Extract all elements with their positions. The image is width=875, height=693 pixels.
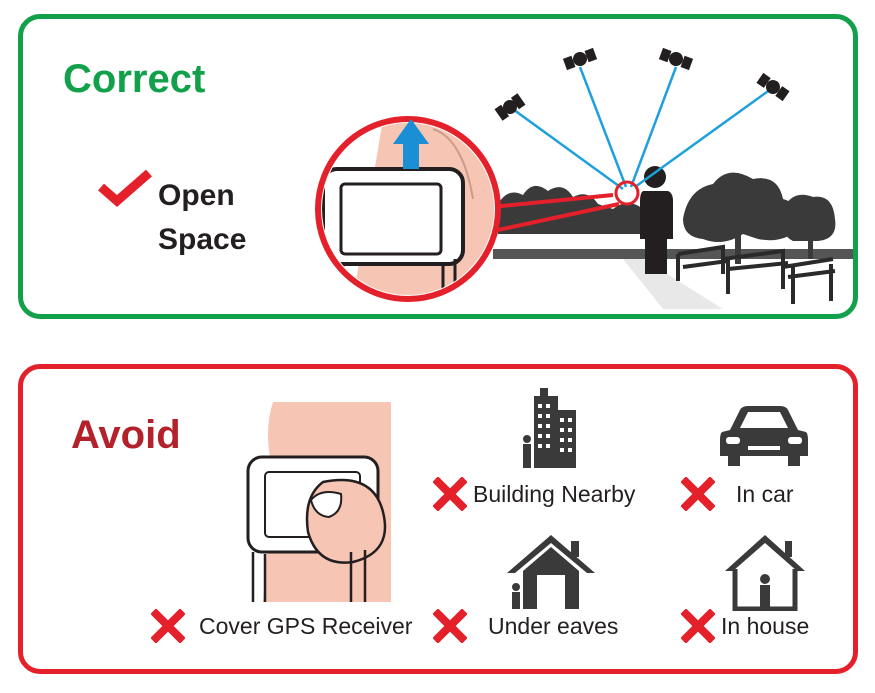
open-space-scene	[315, 47, 853, 309]
checkmark-icon	[98, 169, 152, 207]
x-mark-icon	[433, 477, 467, 511]
zoom-target-circle	[614, 180, 640, 206]
label-in-car: In car	[736, 481, 794, 507]
correct-panel: Correct Open Space	[18, 14, 858, 319]
satellite-icon	[494, 47, 790, 121]
avoid-panel: Avoid	[18, 364, 858, 674]
label-building-nearby: Building Nearby	[473, 481, 636, 507]
person-icon	[640, 166, 673, 274]
correct-heading: Correct	[63, 57, 206, 101]
label-under-eaves: Under eaves	[488, 613, 619, 639]
open-space-label: Open Space	[158, 174, 246, 262]
label-in-house: In house	[721, 613, 810, 639]
house-eaves-icon	[507, 535, 595, 609]
x-mark-icon	[681, 609, 715, 643]
avoid-heading: Avoid	[71, 413, 181, 457]
open-label-line1: Open	[158, 179, 235, 212]
arrow-up-icon	[393, 119, 429, 169]
bench-icon	[676, 244, 836, 304]
house-icon	[725, 535, 805, 611]
x-mark-icon	[681, 477, 715, 511]
open-label-line2: Space	[158, 223, 247, 256]
car-icon	[720, 406, 808, 466]
watch-zoom-icon	[315, 116, 501, 302]
finger-on-watch-icon	[241, 402, 391, 602]
trees-icon	[493, 172, 853, 264]
signal-lines	[509, 66, 772, 191]
label-cover-gps: Cover GPS Receiver	[199, 613, 413, 639]
building-icon	[523, 388, 576, 468]
x-mark-icon	[151, 609, 185, 643]
x-mark-icon	[433, 609, 467, 643]
